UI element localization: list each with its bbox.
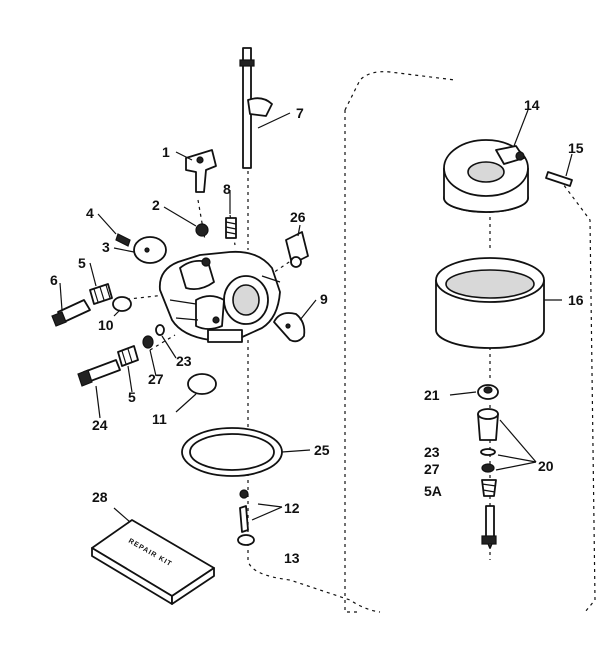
bowl-fitting <box>477 408 499 441</box>
callout-5A: 5A <box>424 483 442 499</box>
small-washer <box>112 296 132 312</box>
idle-spring <box>89 283 113 305</box>
bowl-nut <box>477 384 499 400</box>
bowl-pin <box>545 171 573 187</box>
callout-14: 14 <box>524 97 540 113</box>
throttle-shaft <box>239 47 273 169</box>
callout-23-right: 23 <box>424 444 440 460</box>
callout-5-upper: 5 <box>78 255 86 271</box>
callout-21: 21 <box>424 387 440 403</box>
callout-11: 11 <box>152 411 167 427</box>
callout-25: 25 <box>314 442 330 458</box>
callout-10: 10 <box>98 317 114 333</box>
o-ring-right <box>481 463 495 473</box>
choke-plate <box>273 312 306 343</box>
inlet-needle <box>237 489 255 546</box>
callout-27-right: 27 <box>424 461 440 477</box>
leader-lines <box>59 109 573 523</box>
carburetor-body <box>158 250 281 343</box>
small-screw <box>195 223 209 237</box>
callout-6: 6 <box>50 272 58 288</box>
callout-labels: 1 2 3 4 5 6 7 8 9 10 11 12 13 14 15 16 2… <box>50 97 584 566</box>
callout-23-left: 23 <box>176 353 192 369</box>
small-spring <box>225 217 237 239</box>
plate-screw <box>115 233 131 247</box>
callout-24: 24 <box>92 417 108 433</box>
bowl-gasket <box>181 427 283 477</box>
callout-20: 20 <box>538 458 554 474</box>
callout-27-left: 27 <box>148 371 164 387</box>
needle-screw <box>77 359 121 387</box>
callout-15: 15 <box>568 140 584 156</box>
fuel-fitting <box>285 231 309 268</box>
callout-12: 12 <box>284 500 300 516</box>
o-ring-left <box>142 335 154 349</box>
float-bowl <box>435 257 545 349</box>
idle-screw <box>51 299 91 327</box>
callout-13: 13 <box>284 550 300 566</box>
callout-4: 4 <box>86 205 94 221</box>
washer-right <box>480 448 496 456</box>
bowl-spring <box>481 479 497 497</box>
callout-16: 16 <box>568 292 584 308</box>
callout-26: 26 <box>290 209 306 225</box>
repair-kit: REPAIR KIT <box>91 519 215 605</box>
callout-5-lower: 5 <box>128 389 136 405</box>
main-jet-needle <box>481 505 497 549</box>
callout-28: 28 <box>92 489 108 505</box>
float <box>187 373 217 395</box>
callout-7: 7 <box>296 105 304 121</box>
throttle-plate <box>133 236 167 264</box>
callout-3: 3 <box>102 239 110 255</box>
throttle-lever <box>185 149 217 193</box>
needle-spring <box>117 345 139 367</box>
fuel-bowl-top <box>443 139 529 213</box>
callout-2: 2 <box>152 197 160 213</box>
callout-9: 9 <box>320 291 328 307</box>
washer-left <box>155 324 165 336</box>
callout-1: 1 <box>162 144 170 160</box>
callout-8: 8 <box>223 181 231 197</box>
